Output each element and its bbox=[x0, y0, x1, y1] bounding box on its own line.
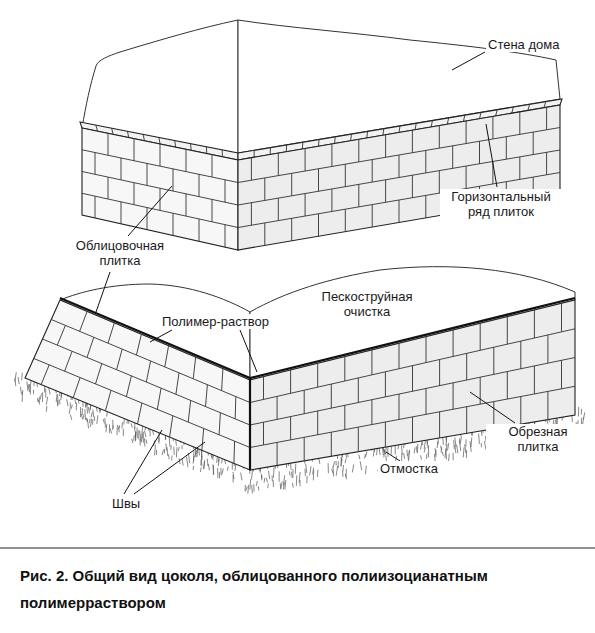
polymer-mortar bbox=[249, 378, 251, 470]
leader-line bbox=[124, 430, 162, 494]
leader-line bbox=[240, 330, 257, 372]
leader-line bbox=[134, 442, 205, 494]
part-label: Стена дома bbox=[486, 37, 561, 52]
leader-line bbox=[386, 452, 400, 461]
part-label: Полимер-раствор bbox=[160, 314, 271, 329]
caption-rule bbox=[0, 548, 595, 549]
leader-line bbox=[486, 124, 497, 187]
leader-line bbox=[470, 392, 515, 423]
part-label: Швы bbox=[110, 496, 142, 511]
part-label: Горизонтальный ряд плиток bbox=[440, 189, 562, 219]
part-label: Облицовочная плитка bbox=[62, 238, 178, 268]
tile-joint bbox=[82, 133, 238, 247]
tile-pattern bbox=[25, 99, 575, 470]
tile-face bbox=[238, 105, 560, 250]
leader-line bbox=[96, 272, 110, 312]
tile-face bbox=[82, 128, 238, 250]
tile-joint bbox=[238, 107, 560, 245]
figure-caption: Рис. 2. Общий вид цоколя, облицованного … bbox=[20, 562, 576, 616]
part-label: Обрезная плитка bbox=[486, 424, 590, 454]
leader-line bbox=[452, 52, 485, 70]
tile-joint bbox=[34, 311, 250, 463]
part-label: Пескоструйная очистка bbox=[306, 289, 428, 319]
leader-line bbox=[128, 186, 172, 236]
leader-line bbox=[150, 330, 172, 342]
part-label: Отмостка bbox=[378, 461, 440, 476]
